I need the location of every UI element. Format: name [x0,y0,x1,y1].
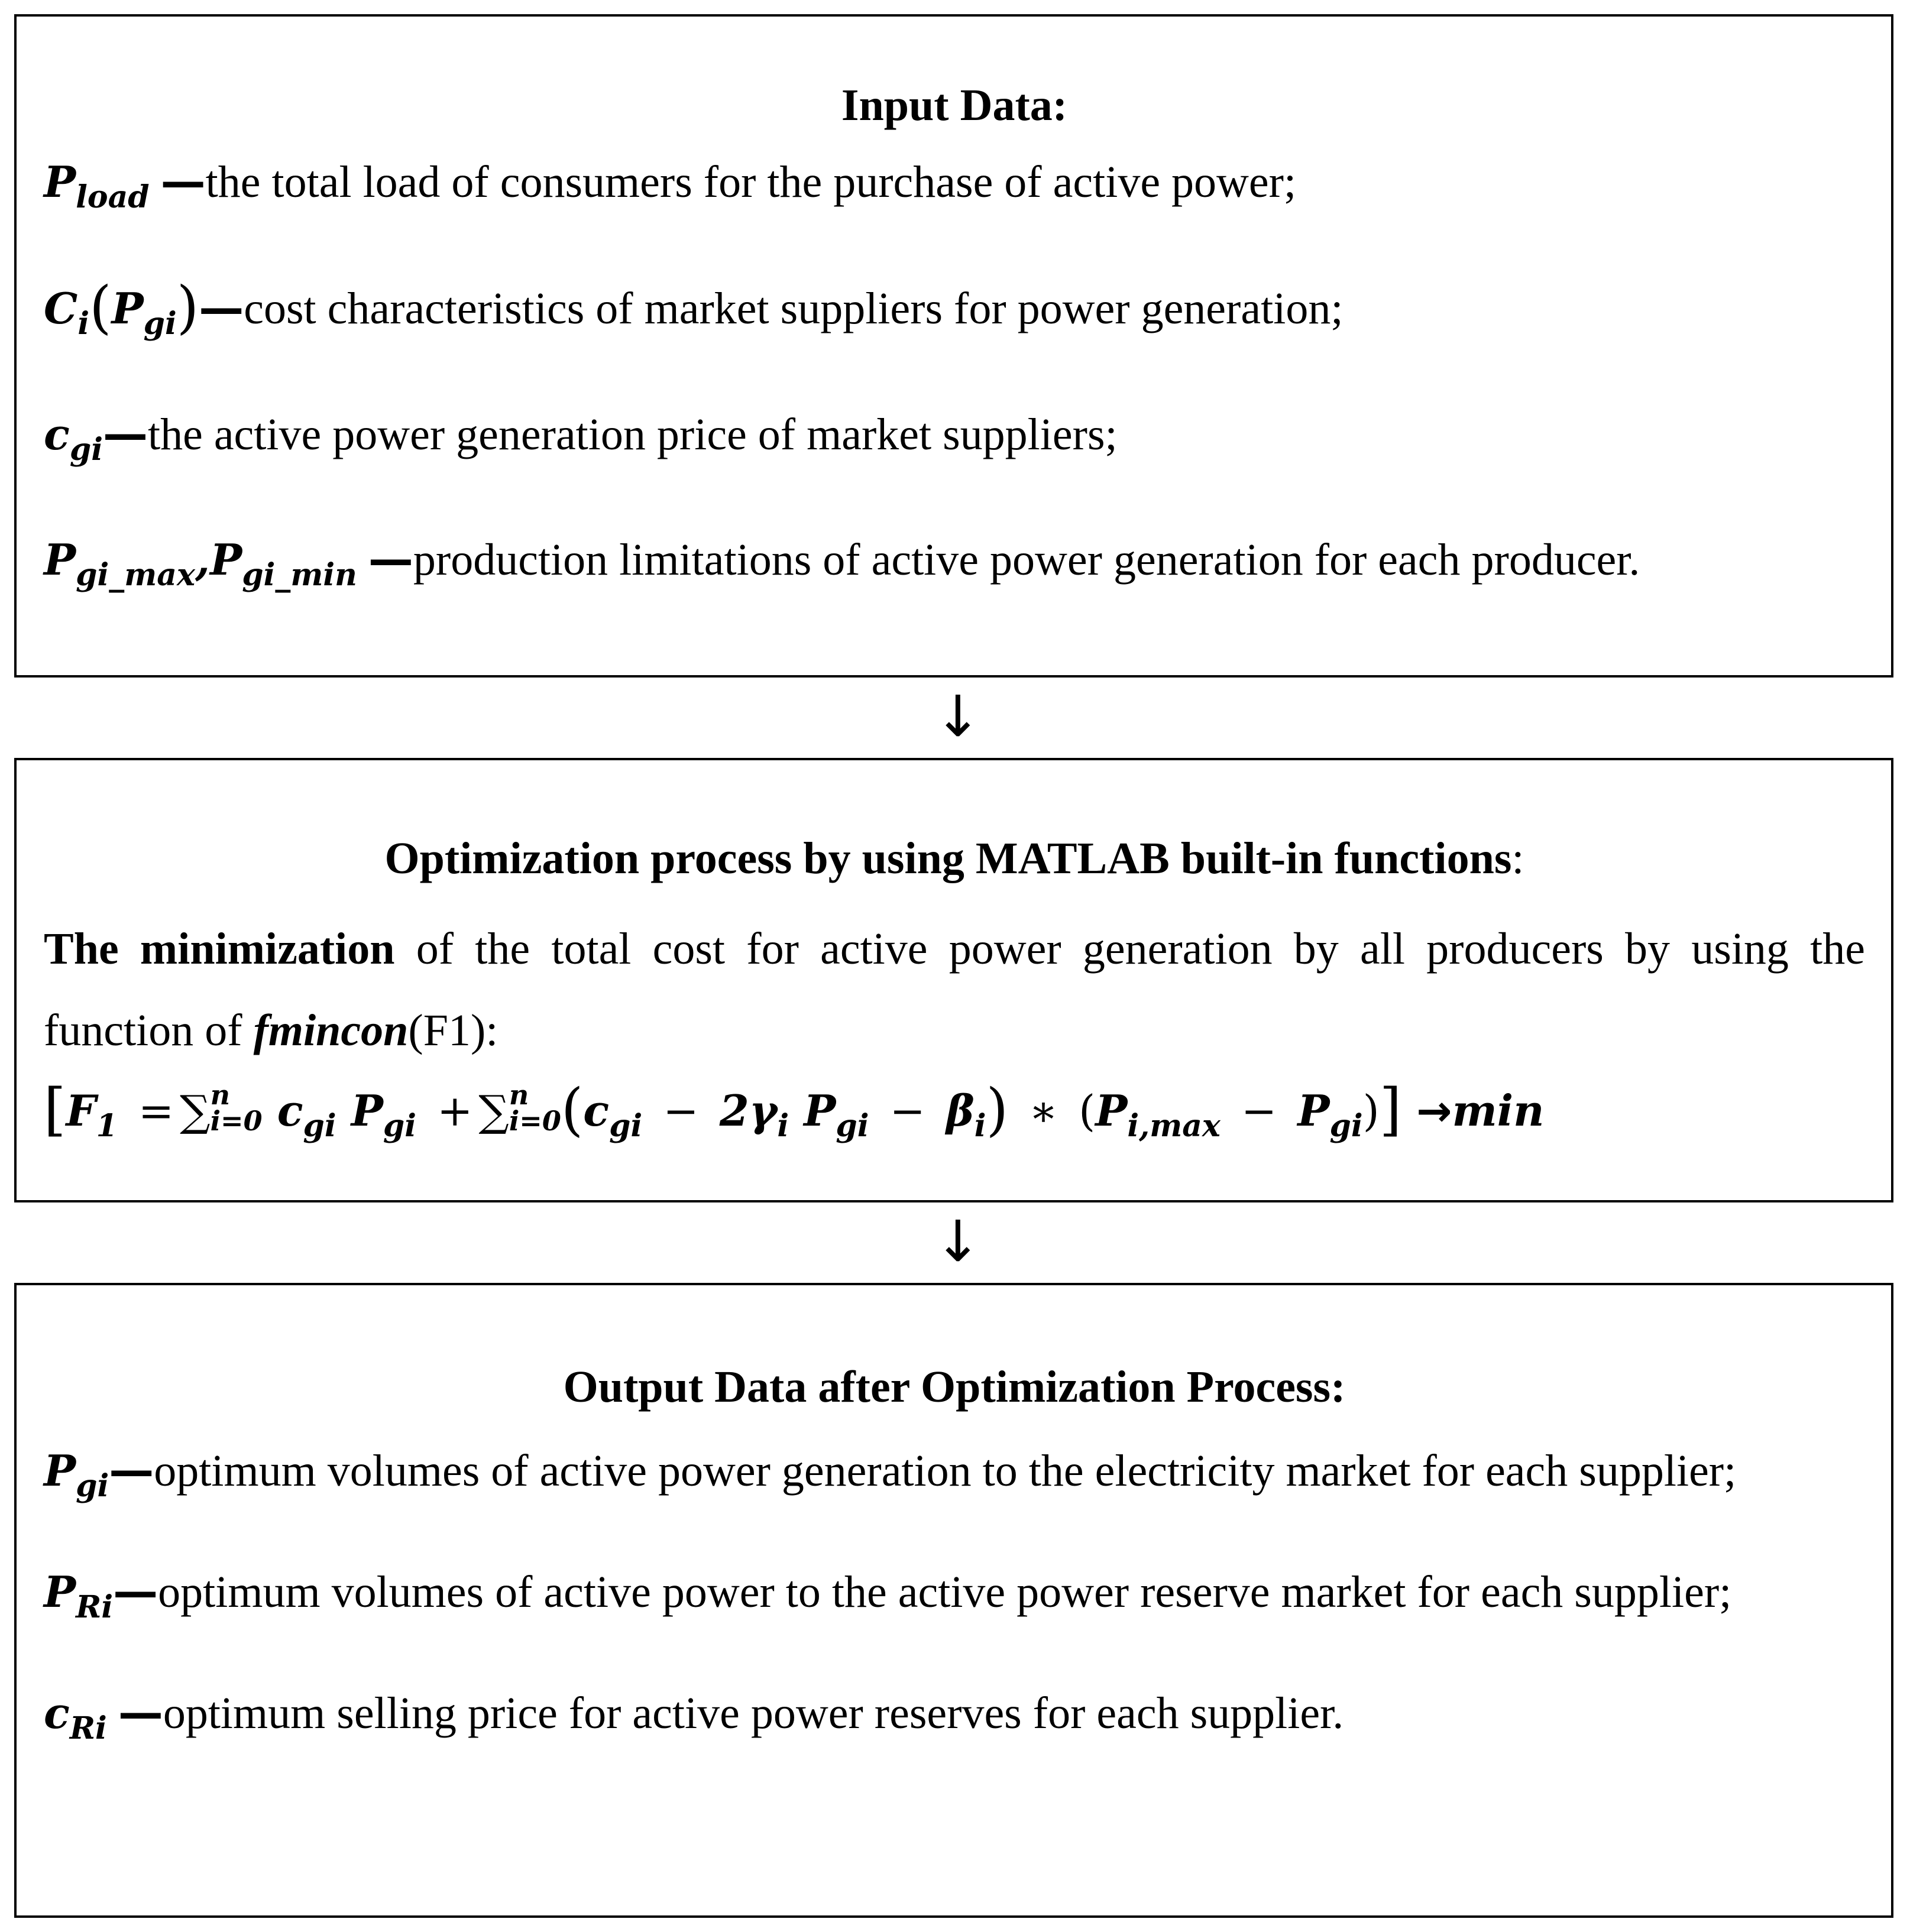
description: the active power generation price of mar… [147,410,1118,459]
right-arrow-icon: → [1416,1086,1452,1136]
formula-minus: − [663,1086,699,1136]
formula-i: i [974,1108,986,1144]
sum-sup: n [210,1079,231,1111]
formula-F-sub: 1 [96,1108,118,1144]
input-data-box: Input Data: Pload —the total load of con… [14,14,1893,678]
output-item-reserve: PRi—optimum volumes of active power to t… [44,1551,1865,1648]
down-arrow-icon: ↓ [934,1208,982,1275]
formula-i: i [777,1108,789,1144]
subscript: i [77,306,90,342]
formula-P: P [1297,1085,1330,1136]
subscript: gi_max [76,557,195,593]
input-item-price: cgi—the active power generation price of… [44,393,1865,491]
optimization-description: The minimization of the total cost for a… [44,908,1865,1071]
dash: — [102,407,148,460]
formula-minus: − [889,1086,925,1136]
formula-imax: i,max [1127,1108,1221,1144]
subscript-inner: gi [143,306,177,342]
input-item-limits: Pgi_max,Pgi_min —production limitations … [44,519,1865,615]
formula-plus: + [437,1086,473,1136]
formula-min: min [1452,1085,1545,1136]
output-data-box: Output Data after Optimization Process: … [14,1283,1893,1918]
formula-two-gamma: 2γ [719,1085,778,1136]
subscript-2: gi_min [242,557,357,593]
sum-icon: ∑ [478,1086,509,1136]
optimization-box: Optimization process by using MATLAB bui… [14,758,1893,1202]
down-arrow-icon: ↓ [934,683,982,750]
description: cost characteristics of market suppliers… [244,284,1344,333]
formula-minus: − [1241,1086,1277,1136]
symbol: P [44,534,76,585]
description: optimum volumes of active power to the a… [158,1567,1732,1617]
subscript: load [76,179,150,215]
function-name: fmincon [253,1006,409,1055]
separator: , [195,534,211,585]
formula-gi: gi [609,1108,643,1144]
subscript: gi [76,1468,109,1504]
symbol: P [44,1445,76,1496]
formula-c: c [277,1085,303,1136]
formula-eq: = [138,1086,174,1136]
description-lead: The minimization [44,924,395,974]
subscript: Ri [76,1589,114,1625]
input-item-cost: Ci(Pgi)—cost characteristics of market s… [44,274,1344,342]
subscript: gi [69,432,103,468]
formula-P: P [804,1085,836,1136]
dash: — [113,1565,158,1617]
description: optimum selling price for active power r… [163,1688,1344,1738]
formula-gi: gi [383,1108,416,1144]
input-item-load: Pload —the total load of consumers for t… [44,141,1865,238]
description: optimum volumes of active power generati… [154,1446,1737,1496]
output-item-generation: Pgi—optimum volumes of active power gene… [44,1429,1865,1527]
formula-c: c [583,1085,610,1136]
description-text: of the total cost for active power gener… [44,924,1865,1055]
input-data-title: Input Data: [841,80,1068,130]
formula-gi: gi [836,1108,869,1144]
symbol: P [44,157,76,207]
symbol-2: P [210,534,242,585]
sum-sub: i=0 [210,1105,263,1137]
formula-times: ∗ [1029,1086,1058,1136]
formula-beta: β [946,1085,975,1136]
dash: — [109,1444,154,1496]
sum-sub: i=0 [509,1105,561,1137]
output-data-title: Output Data after Optimization Process: [563,1362,1346,1412]
symbol: P [44,1567,76,1617]
symbol: c [44,1688,70,1738]
dash: — [118,1686,163,1739]
symbol: c [44,409,70,459]
formula-P: P [1095,1085,1128,1136]
dash: — [199,281,244,334]
formula-P: P [351,1085,383,1136]
formula-F: F [66,1085,96,1136]
symbol-inner: P [111,283,144,333]
output-item-price: cRi —optimum selling price for active po… [44,1672,1865,1769]
sum-sup: n [509,1079,529,1111]
subscript: Ri [69,1710,107,1746]
description: production limitations of active power g… [413,535,1640,585]
dash: — [160,155,206,208]
description-tail: (F1): [408,1006,498,1055]
dash: — [368,533,413,585]
optimization-title-text: Optimization process by using MATLAB bui… [384,834,1512,883]
description: the total load of consumers for the purc… [205,157,1297,207]
formula-gi: gi [1329,1108,1363,1144]
optimization-title: Optimization process by using MATLAB bui… [44,832,1865,884]
sum-icon: ∑ [180,1086,211,1136]
symbol: C [44,283,78,333]
formula-gi: gi [303,1108,336,1144]
optimization-title-colon: : [1511,834,1524,883]
